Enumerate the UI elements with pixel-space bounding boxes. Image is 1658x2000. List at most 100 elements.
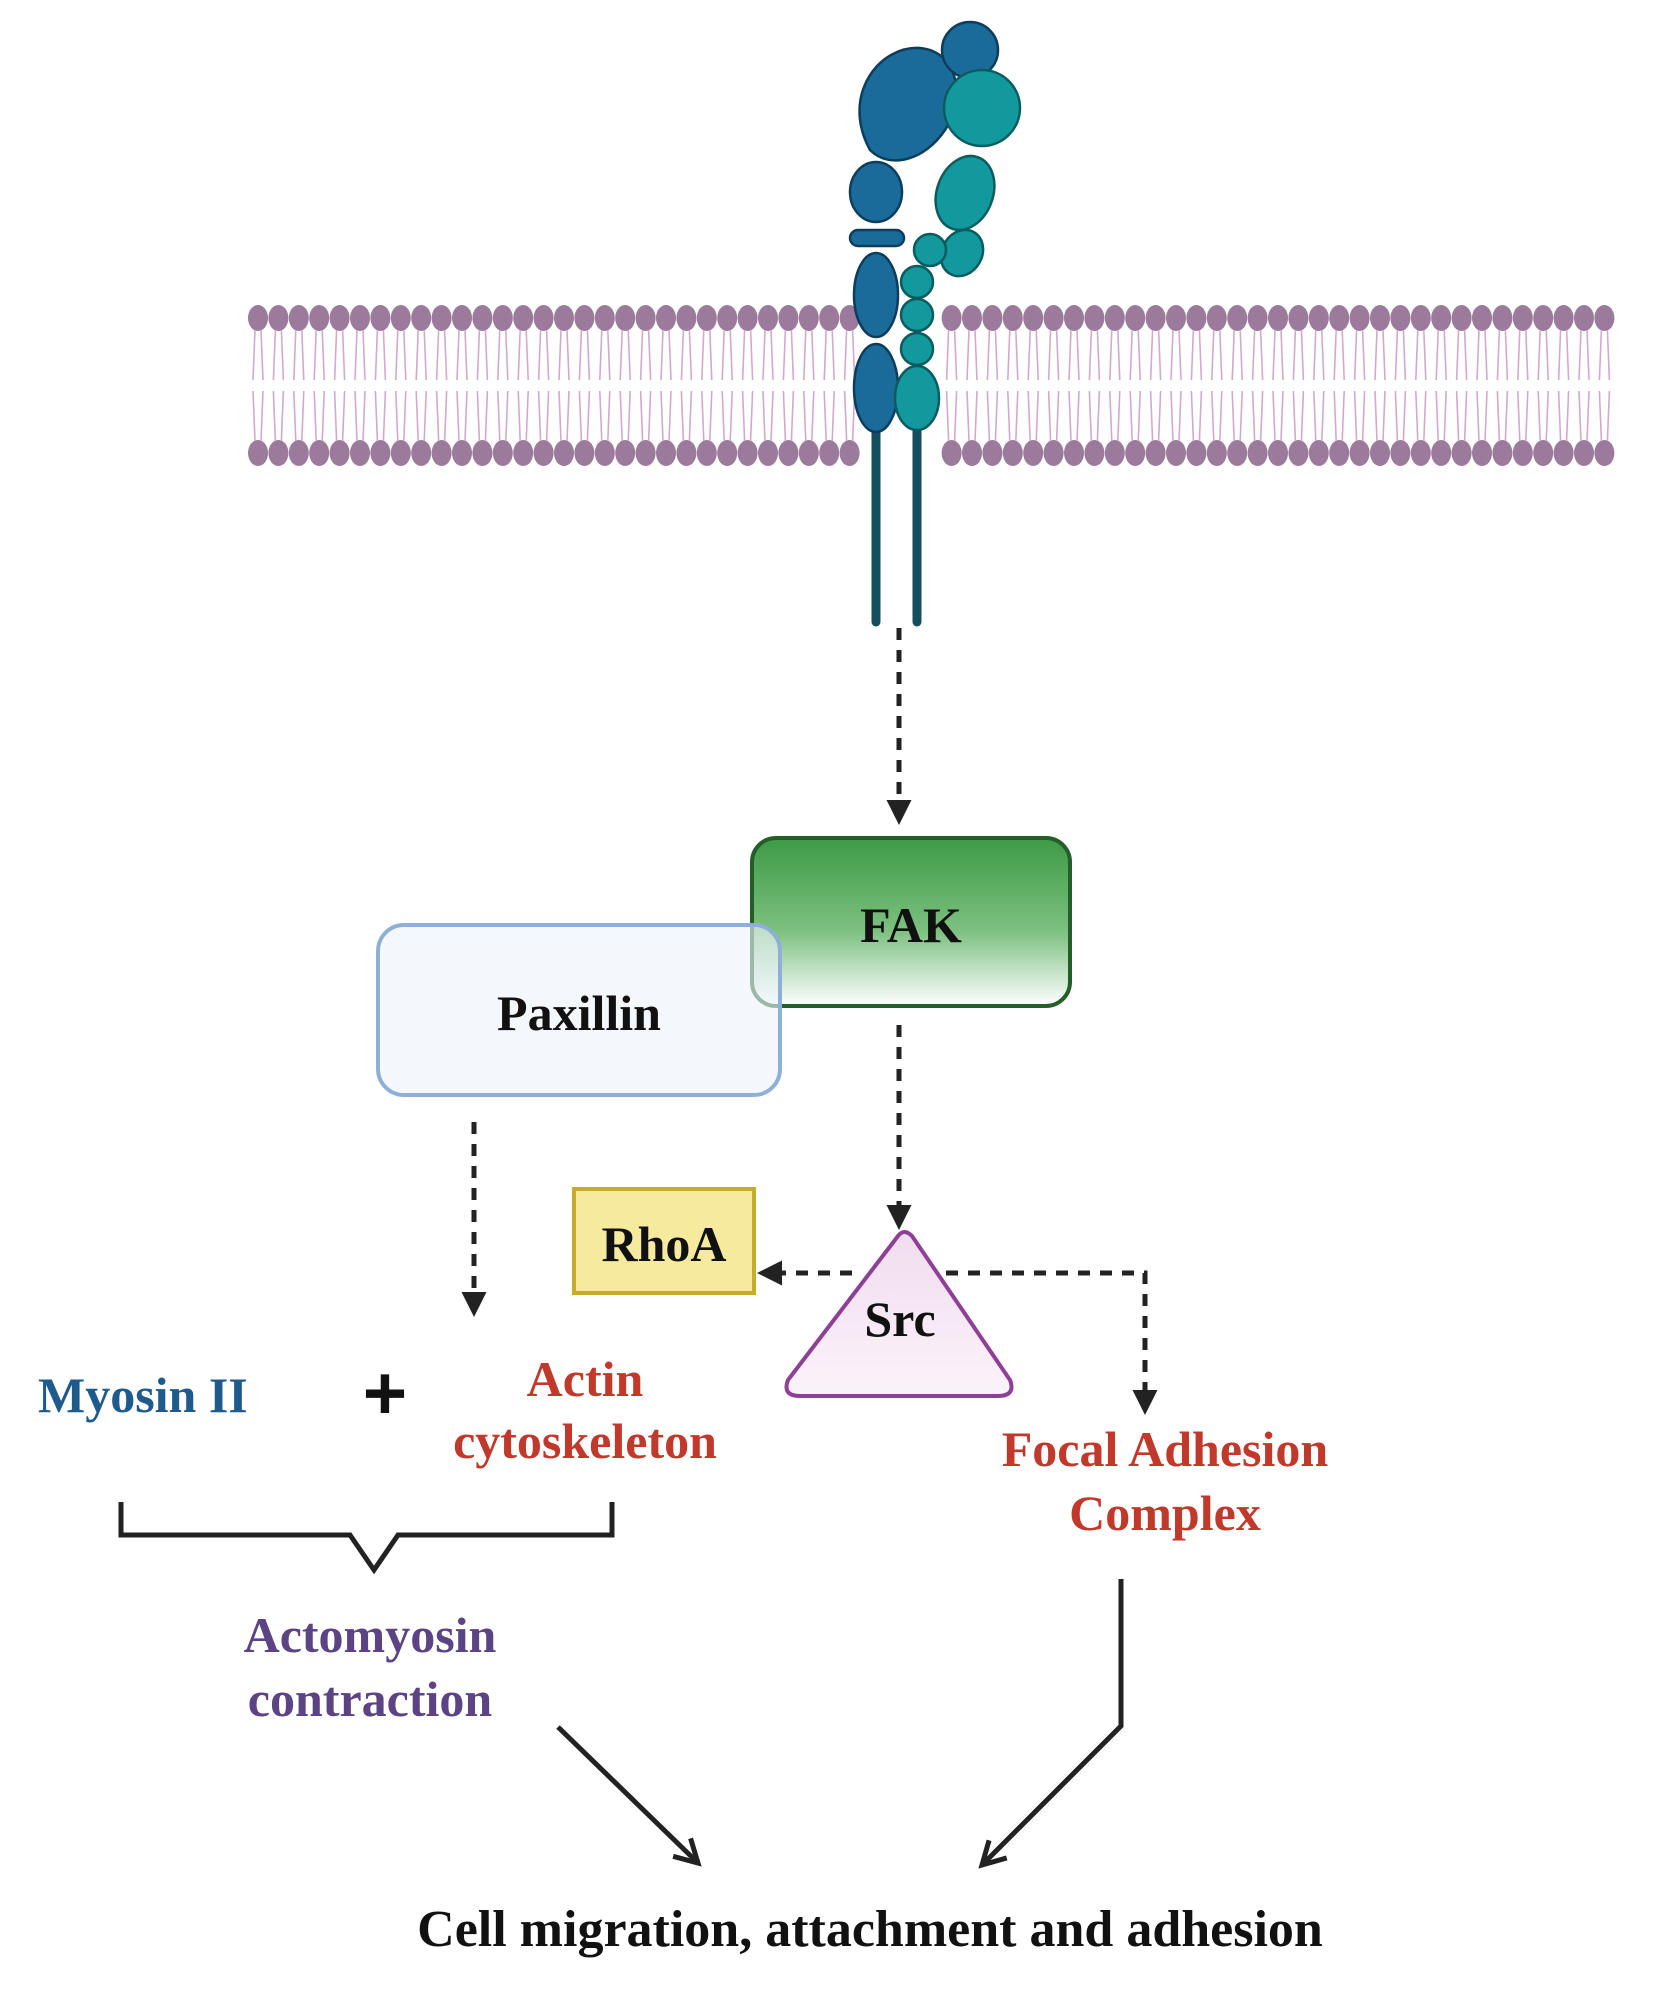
lipid-head-inner	[1288, 440, 1309, 466]
outcome-label: Cell migration, attachment and adhesion	[417, 1901, 1323, 1958]
lipid-tails	[639, 329, 652, 442]
paxillin-label: Paxillin	[497, 985, 661, 1041]
lipid-tails	[558, 329, 570, 442]
lipid-head-inner	[778, 440, 799, 466]
lipid-tails	[415, 329, 427, 442]
lipid-head-outer	[288, 305, 309, 331]
lipid-tails	[1190, 329, 1203, 442]
lipid-tails	[823, 329, 835, 442]
actomyosin-label-line2: contraction	[247, 1671, 493, 1727]
lipid-head-inner	[676, 440, 697, 466]
lipid-tails	[1313, 329, 1325, 442]
lipid-head-inner	[1533, 440, 1554, 466]
plus-sign: +	[362, 1351, 408, 1436]
lipid-head-outer	[1308, 305, 1329, 331]
lipid-tails	[374, 329, 387, 442]
rhoa-label: RhoA	[601, 1216, 727, 1272]
lipid-tails	[435, 329, 448, 442]
lipid-head-outer	[758, 305, 778, 331]
lipid-head-inner	[737, 440, 758, 466]
lipid-head-inner	[1186, 440, 1207, 466]
lipid-head-inner	[1451, 440, 1472, 466]
combination-bracket	[118, 1502, 615, 1575]
lipid-head-inner	[1594, 440, 1615, 466]
lipid-head-inner	[1104, 440, 1125, 466]
lipid-head-inner	[1206, 440, 1227, 466]
lipid-head-outer	[962, 305, 982, 331]
lipid-tails	[1415, 329, 1427, 442]
lipid-tails	[660, 329, 672, 442]
myosin-label: Myosin II	[38, 1367, 248, 1423]
lipid-head-inner	[329, 440, 350, 466]
lipid-head-outer	[1206, 305, 1227, 331]
lipid-head-inner	[533, 440, 554, 466]
lipid-head-outer	[472, 305, 493, 331]
lipid-head-outer	[1227, 305, 1248, 331]
lipid-head-inner	[1166, 440, 1186, 466]
lipid-head-outer	[1553, 305, 1574, 331]
arrow-src-to-focal	[946, 1270, 1158, 1415]
lipid-tails	[1251, 329, 1264, 442]
lipid-tails	[1598, 329, 1611, 442]
receptor-bead-2	[899, 264, 935, 300]
lipid-tails	[1517, 329, 1529, 442]
lipid-head-inner	[411, 440, 432, 466]
lipid-tails	[1476, 329, 1488, 442]
cell-membrane	[248, 305, 1615, 466]
lipid-head-inner	[982, 440, 1003, 466]
receptor-bead-4	[899, 331, 935, 367]
lipid-head-inner	[615, 440, 636, 466]
lipid-head-outer	[452, 305, 472, 331]
lipid-head-inner	[1145, 440, 1166, 466]
lipid-tails	[1272, 329, 1284, 442]
lipid-head-outer	[982, 305, 1003, 331]
lipid-head-outer	[1043, 305, 1064, 331]
receptor-domain-right-1	[934, 154, 996, 232]
lipid-head-outer	[737, 305, 758, 331]
lipid-head-outer	[1370, 305, 1390, 331]
lipid-tails	[1394, 329, 1407, 442]
lipid-tails	[803, 329, 815, 442]
receptor-domain-left-2	[852, 251, 900, 339]
lipid-tails	[537, 329, 550, 442]
lipid-head-outer	[1492, 305, 1513, 331]
lipid-head-outer	[1410, 305, 1431, 331]
lipid-tails	[1129, 329, 1141, 442]
lipid-tails	[619, 329, 631, 442]
lipid-head-outer	[1166, 305, 1186, 331]
lipid-head-inner	[758, 440, 778, 466]
lipid-tails	[1088, 329, 1101, 442]
lipid-head-outer	[390, 305, 411, 331]
lipid-head-outer	[717, 305, 738, 331]
lipid-tails	[1496, 329, 1509, 442]
lipid-head-outer	[696, 305, 717, 331]
lipid-head-inner	[1472, 440, 1492, 466]
signal-arrows	[461, 628, 1158, 1415]
receptor-bead-3	[899, 297, 935, 333]
lipid-head-outer	[1349, 305, 1370, 331]
paxillin-box	[376, 923, 782, 1097]
lipid-tails	[701, 329, 713, 442]
lipid-head-outer	[370, 305, 391, 331]
lipid-head-inner	[492, 440, 513, 466]
lipid-head-inner	[839, 440, 860, 466]
lipid-tails	[1231, 329, 1243, 442]
lipid-tails	[395, 329, 407, 442]
lipid-tails	[272, 329, 285, 442]
lipid-head-inner	[1370, 440, 1390, 466]
lipid-head-outer	[513, 305, 534, 331]
lipid-head-inner	[635, 440, 656, 466]
lipid-tails	[578, 329, 591, 442]
lipid-tails	[1578, 329, 1590, 442]
lipid-head-inner	[452, 440, 472, 466]
lipid-head-inner	[574, 440, 595, 466]
outcome-arrows	[556, 1579, 1124, 1865]
lipid-tails	[252, 329, 264, 442]
receptor-domain-left-3	[852, 342, 900, 434]
lipid-head-outer	[819, 305, 840, 331]
receptor-domain-left-1	[848, 160, 904, 224]
lipid-head-inner	[717, 440, 738, 466]
lipid-tails	[476, 329, 489, 442]
lipid-head-inner	[1390, 440, 1411, 466]
